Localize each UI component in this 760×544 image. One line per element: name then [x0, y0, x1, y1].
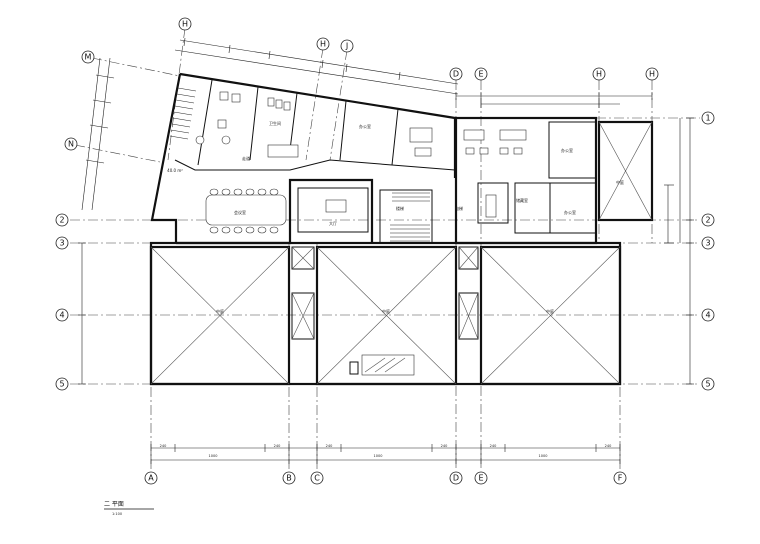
axis-label-skew-2: H	[320, 40, 326, 49]
axis-label-A: A	[148, 474, 154, 483]
axis-label-top-E: E	[478, 70, 483, 79]
office-label-3: 办公室	[564, 209, 576, 215]
axis-label-row-2: 2	[705, 216, 710, 225]
axis-bubble-F	[613, 471, 627, 485]
axis-label-E: E	[478, 474, 483, 483]
svg-text:1000: 1000	[374, 454, 383, 458]
svg-text:240: 240	[274, 444, 281, 448]
axis-label-skew-left-1: M	[85, 53, 92, 62]
hall-label-2: 中庭	[382, 308, 390, 314]
dimension-chains: 1000 1000 1000 240 240 240 240 240 240	[78, 37, 694, 464]
axis-label-left-5: 5	[59, 380, 64, 389]
axis-bubble-D	[449, 471, 463, 485]
elevator-label: 电梯	[455, 205, 463, 211]
grid-bubbles-top: D E H H	[449, 67, 659, 81]
axis-bubble-C	[310, 471, 324, 485]
column-axes	[74, 27, 653, 470]
svg-text:240: 240	[160, 444, 167, 448]
svg-text:240: 240	[326, 444, 333, 448]
axis-bubble-B	[282, 471, 296, 485]
axis-label-skew-1: H	[182, 20, 188, 29]
axis-label-row-3: 3	[705, 239, 710, 248]
grid-bubbles-skewed: H H J M N	[64, 17, 354, 151]
axis-label-C: C	[314, 474, 320, 483]
axis-label-left-3: 3	[59, 239, 64, 248]
axis-bubble-E	[474, 471, 488, 485]
svg-text:1000: 1000	[209, 454, 218, 458]
small-atrium-label: 中庭	[616, 179, 624, 185]
axis-label-D: D	[453, 474, 459, 483]
axis-label-left-2: 2	[59, 216, 64, 225]
area-label: 40.0 m²	[167, 168, 183, 173]
svg-text:240: 240	[441, 444, 448, 448]
drawing-title-block: 二 平面 1:100	[104, 501, 154, 516]
drawing-scale: 1:100	[112, 512, 122, 516]
hall-name-label: 大厅	[329, 220, 337, 226]
hall-label-1: 中庭	[216, 308, 224, 314]
axis-label-left-4: 4	[59, 311, 64, 320]
svg-text:240: 240	[605, 444, 612, 448]
axis-label-top-H1: H	[596, 70, 602, 79]
axis-label-top-D: D	[453, 70, 459, 79]
grid-bubbles-right: 1 2 3 4 5	[701, 111, 715, 391]
office-label-1: 办公室	[359, 123, 371, 129]
meeting-room-label: 会议室	[234, 209, 246, 215]
drawing-title: 二 平面	[104, 501, 124, 508]
office-label-2: 办公室	[561, 147, 573, 153]
axis-label-skew-left-2: N	[68, 140, 74, 149]
grid-bubbles-left: 2 3 4 5	[55, 213, 69, 391]
upper-block	[150, 72, 654, 245]
corridor-label: 走道	[242, 155, 250, 161]
axis-label-row-4: 4	[705, 311, 710, 320]
svg-text:240: 240	[490, 444, 497, 448]
stair-label: 楼梯	[396, 205, 404, 211]
axis-label-F: F	[618, 474, 623, 483]
axis-bubble-A	[144, 471, 158, 485]
hall-label-3: 中庭	[546, 308, 554, 314]
axis-label-row-5: 5	[705, 380, 710, 389]
grid-bubbles-bottom: A B C D E F	[144, 471, 627, 485]
room-labels: 中庭 中庭 中庭 会议室 中庭 大厅 办公室 办公室 办公室 走道 卫生间 储藏…	[167, 120, 624, 314]
storage-label: 储藏室	[516, 197, 528, 203]
axis-label-skew-3: J	[345, 42, 348, 51]
axis-label-top-H2: H	[649, 70, 655, 79]
svg-text:1000: 1000	[539, 454, 548, 458]
toilet-label: 卫生间	[269, 120, 281, 126]
axis-label-row-1: 1	[705, 114, 710, 123]
axis-label-B: B	[286, 474, 292, 483]
